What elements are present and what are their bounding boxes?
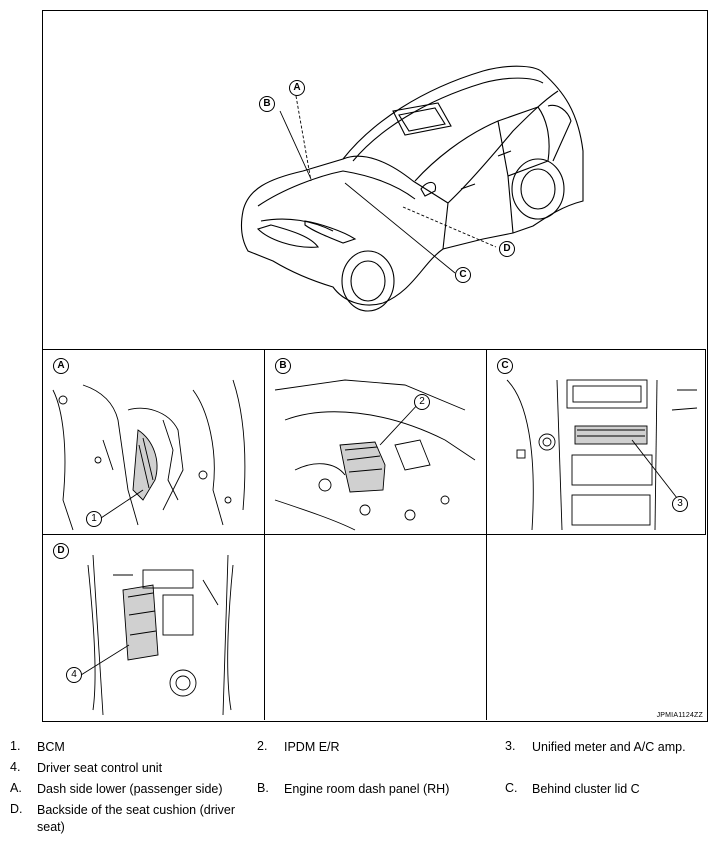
callout-4: 4 <box>66 667 82 683</box>
empty-panel-right <box>487 535 706 720</box>
marker-b-overview: B <box>259 96 275 112</box>
marker-a: A <box>53 358 69 374</box>
empty-panel-middle <box>265 535 487 720</box>
callout-1: 1 <box>86 511 102 527</box>
callout-2: 2 <box>414 394 430 410</box>
component-location-figure: A B C D A 1 <box>42 10 708 722</box>
marker-a-overview: A <box>289 80 305 96</box>
marker-c: C <box>497 358 513 374</box>
detail-panel-b: B 2 <box>265 350 487 535</box>
panel-a-drawing <box>52 379 246 531</box>
panel-c-drawing <box>506 379 698 531</box>
vehicle-outline-drawing <box>240 65 584 312</box>
panel-d-drawing <box>80 554 234 716</box>
marker-b: B <box>275 358 291 374</box>
detail-panel-a: A 1 <box>43 350 265 535</box>
marker-d: D <box>53 543 69 559</box>
figure-code: JPMIA1124ZZ <box>656 712 703 719</box>
marker-c-overview: C <box>455 267 471 283</box>
vehicle-overview-panel: A B C D <box>43 11 706 350</box>
panel-b-drawing <box>274 379 476 531</box>
detail-panel-c: C 3 <box>487 350 706 535</box>
marker-d-overview: D <box>499 241 515 257</box>
callout-3: 3 <box>672 496 688 512</box>
detail-panel-d: D 4 <box>43 535 265 720</box>
